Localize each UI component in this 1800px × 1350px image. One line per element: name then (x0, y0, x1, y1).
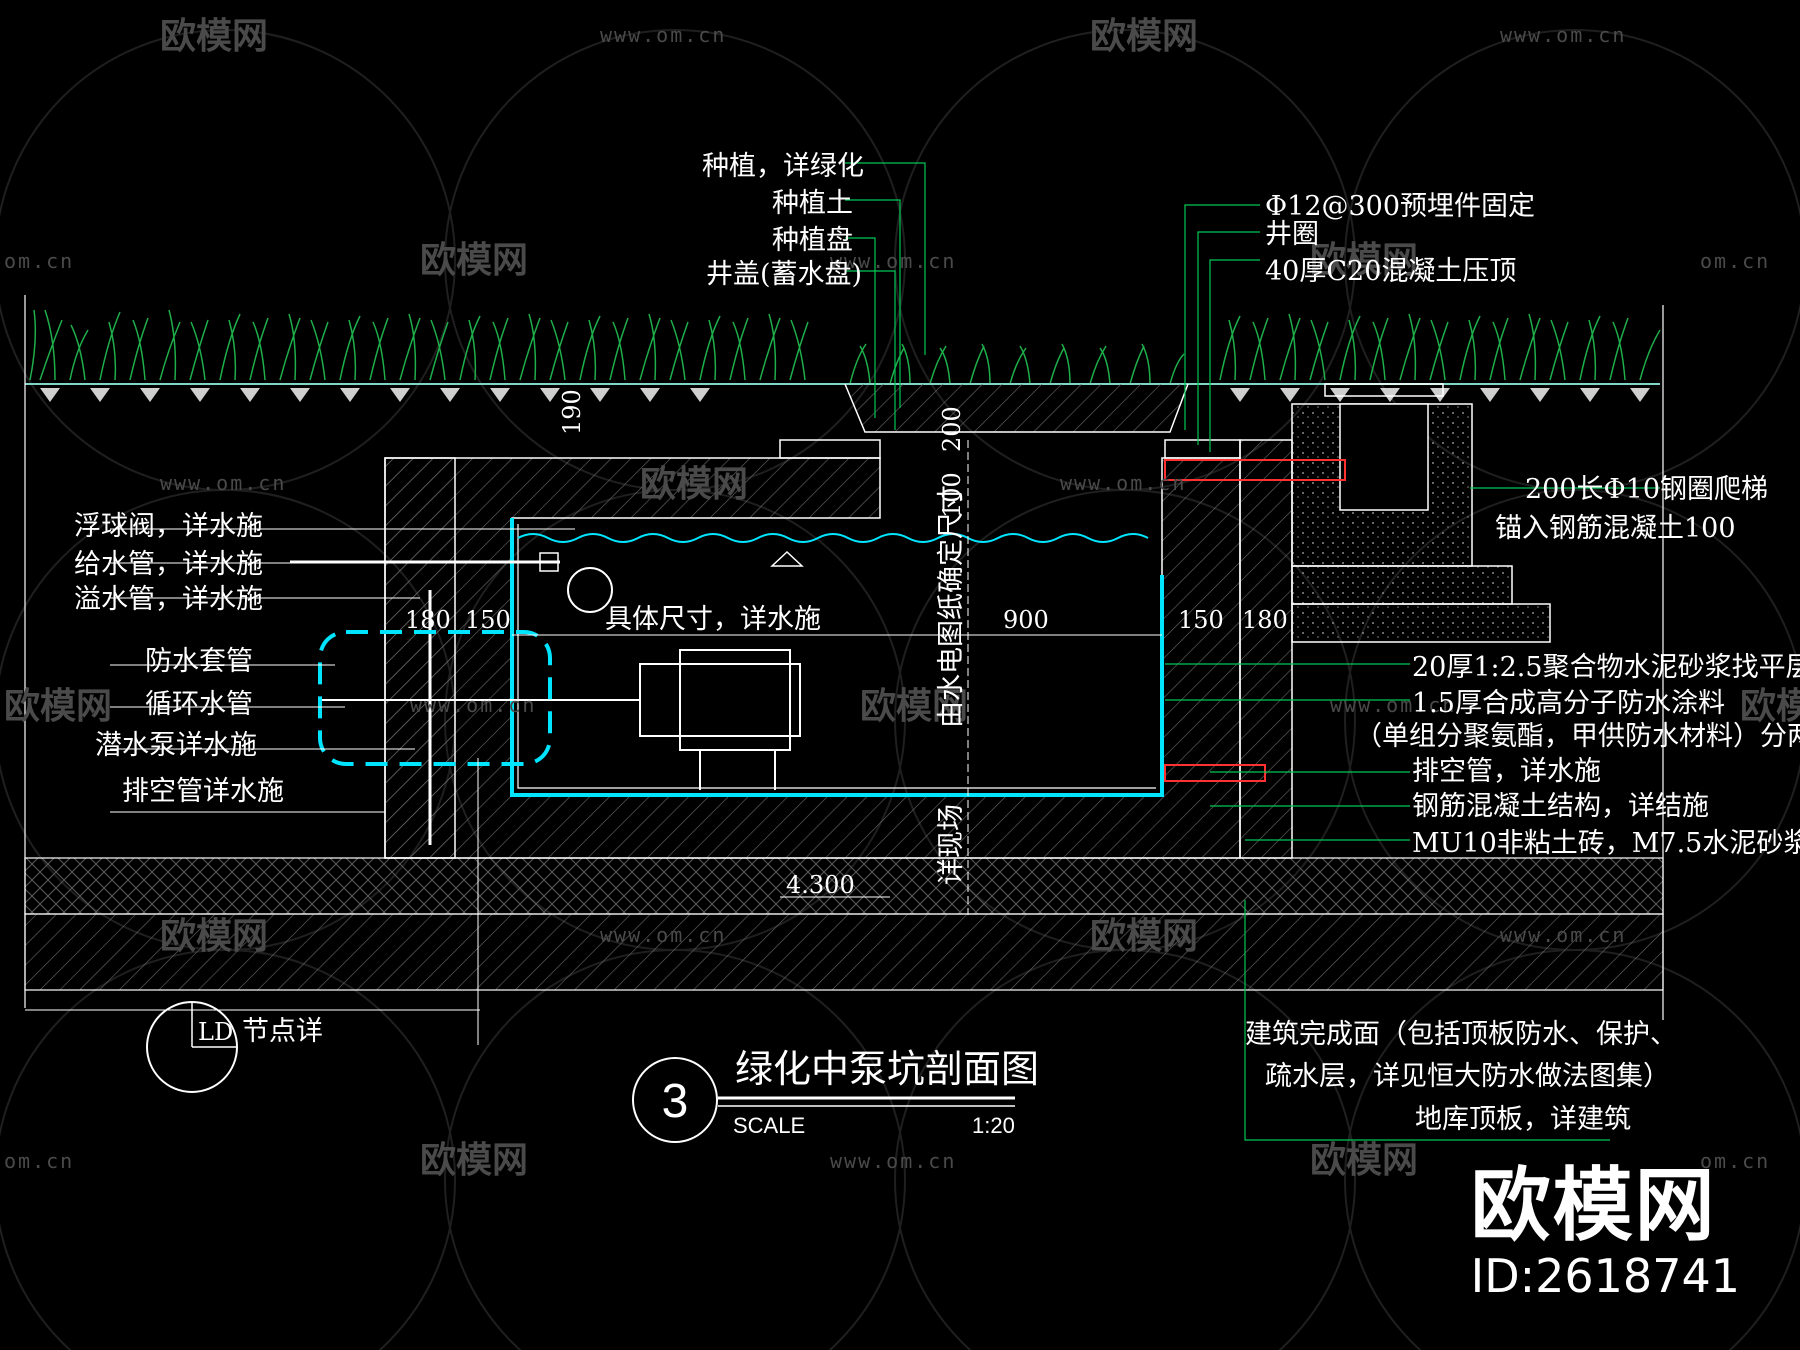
title-text: 绿化中泵坑剖面图 (735, 1047, 1039, 1091)
label-concrete-cap: 40厚C20混凝土压顶 (1265, 256, 1516, 287)
label-specific-size: 具体尺寸，详水施 (605, 604, 821, 635)
label-ladder: 200长Φ10钢圈爬梯 (1525, 474, 1768, 505)
water-level-marker (770, 550, 804, 567)
svg-text:om.cn: om.cn (4, 249, 74, 273)
leader-lines (845, 162, 1660, 1141)
ground-teeth (40, 388, 1650, 402)
pump-motor (679, 649, 791, 751)
planting-tray (844, 383, 1189, 433)
right-concrete-step (1291, 565, 1513, 605)
svg-text:欧模网: 欧模网 (1090, 16, 1198, 57)
title-scale-label: SCALE (733, 1113, 805, 1138)
svg-text:欧模网: 欧模网 (860, 686, 968, 727)
svg-text:om.cn: om.cn (1700, 1149, 1770, 1173)
svg-text:om.cn: om.cn (1700, 249, 1770, 273)
svg-text:欧模网: 欧模网 (1310, 1140, 1418, 1181)
title-scale-value: 1:20 (972, 1113, 1015, 1138)
brand-id: ID:2618741 (1470, 1249, 1740, 1303)
float-valve (567, 567, 613, 613)
label-submersible-pump: 潜水泵详水施 (95, 730, 257, 761)
svg-text:www.om.cn: www.om.cn (160, 471, 286, 495)
dim-150-right: 150 (1178, 606, 1224, 634)
pump-body (639, 663, 801, 737)
dim-150-left: 150 (465, 606, 511, 634)
svg-text:www.om.cn: www.om.cn (1330, 693, 1456, 717)
svg-text:www.om.cn: www.om.cn (1060, 471, 1186, 495)
waterproof-sleeve-box (318, 630, 552, 766)
label-rc-structure: 钢筋混凝土结构，详结施 (1412, 791, 1709, 822)
svg-text:欧模网: 欧模网 (640, 464, 748, 505)
top-cap-left (779, 439, 881, 459)
dim-180-right: 180 (1242, 606, 1288, 634)
svg-text:欧模网: 欧模网 (1740, 686, 1800, 727)
basement-roof-slab (24, 913, 1664, 991)
ladder-anchor (1164, 459, 1346, 481)
inner-pit-outline (517, 524, 1156, 789)
label-finish-surface: 建筑完成面（包括顶板防水、保护、 (1245, 1019, 1677, 1050)
svg-text:欧模网: 欧模网 (420, 1140, 528, 1181)
dim-900: 900 (1003, 606, 1049, 634)
svg-text:www.om.cn: www.om.cn (600, 23, 726, 47)
svg-text:欧模网: 欧模网 (1310, 240, 1418, 281)
label-planting-soil: 种植土 (772, 188, 853, 219)
leader-lines-left (110, 528, 575, 813)
svg-text:www.om.cn: www.om.cn (1500, 23, 1626, 47)
title-number: 3 (662, 1075, 689, 1128)
label-circulation-pipe: 循环水管 (145, 689, 253, 720)
detail-ref-label: 节点详 (242, 1016, 323, 1047)
label-basement-roof: 地库顶板，详建筑 (1415, 1104, 1631, 1135)
watermark-texts: 欧模网 www.om.cn 欧模网 www.om.cn om.cn 欧模网 ww… (4, 16, 1800, 1181)
title-number-circle (632, 1057, 718, 1143)
label-waterproof-sleeve: 防水套管 (145, 646, 253, 677)
svg-text:欧模网: 欧模网 (4, 686, 112, 727)
right-brick-wall (1239, 439, 1293, 859)
grass-layer (29, 309, 1661, 385)
level-mark: 4.300 (786, 871, 855, 899)
label-float-valve: 浮球阀，详水施 (74, 511, 263, 542)
svg-text:www.om.cn: www.om.cn (600, 923, 726, 947)
label-well-ring: 井圈 (1265, 219, 1319, 250)
label-waterproof-coating: 1.5厚合成高分子防水涂料 (1412, 688, 1725, 719)
site-branding: 欧模网 ID:2618741 (1470, 1159, 1740, 1303)
svg-text:www.om.cn: www.om.cn (830, 249, 956, 273)
svg-text:欧模网: 欧模网 (1090, 916, 1198, 957)
label-planting: 种植，详绿化 (702, 151, 864, 182)
label-drain-pipe-right: 排空管，详水施 (1412, 756, 1601, 787)
water-surface (517, 533, 1149, 543)
dim-180-left: 180 (405, 606, 451, 634)
label-brick-wall: MU10非粘土砖，M7.5水泥砂浆砌筑 (1412, 828, 1800, 859)
top-cap-right (1164, 439, 1241, 459)
detail-ref-code: LD (198, 1018, 233, 1046)
label-embedded-fix: Φ12@300预埋件固定 (1265, 191, 1535, 222)
brand-name: 欧模网 (1470, 1159, 1717, 1252)
dim-200: 200 (938, 406, 966, 452)
manhole-channel (1339, 403, 1429, 511)
label-vertical-site: 详现场 (936, 804, 967, 885)
label-planting-tray: 种植盘 (772, 225, 853, 256)
drain-pipe-right (1164, 764, 1266, 782)
svg-text:欧模网: 欧模网 (420, 240, 528, 281)
label-drainage-layer: 疏水层，详见恒大防水做法图集） (1265, 1061, 1670, 1092)
label-supply-pipe: 给水管，详水施 (74, 549, 263, 580)
svg-text:www.om.cn: www.om.cn (1500, 923, 1626, 947)
manhole-ring (1324, 383, 1444, 397)
svg-text:www.om.cn: www.om.cn (410, 693, 536, 717)
svg-text:欧模网: 欧模网 (160, 16, 268, 57)
dim-100: 100 (938, 472, 966, 518)
label-coating-note: （单组分聚氨酯，甲供防水材料）分两遍涂刷 (1355, 721, 1800, 752)
label-overflow-pipe: 溢水管，详水施 (74, 584, 263, 615)
waterproof-lining (510, 518, 1164, 797)
svg-text:www.om.cn: www.om.cn (830, 1149, 956, 1173)
left-brick-wall (384, 457, 456, 859)
label-leveling-layer: 20厚1:2.5聚合物水泥砂浆找平层 (1412, 652, 1800, 683)
label-well-cover: 井盖(蓄水盘) (706, 259, 862, 290)
svg-text:om.cn: om.cn (4, 1149, 74, 1173)
label-ladder-anchor: 锚入钢筋混凝土100 (1495, 513, 1736, 544)
label-vertical-size: 由水电图纸确定尺寸 (936, 485, 967, 728)
svg-text:欧模网: 欧模网 (160, 916, 268, 957)
dim-190: 190 (558, 389, 586, 435)
label-drain-pipe-left: 排空管详水施 (122, 776, 284, 807)
right-concrete-step-2 (1291, 603, 1551, 643)
